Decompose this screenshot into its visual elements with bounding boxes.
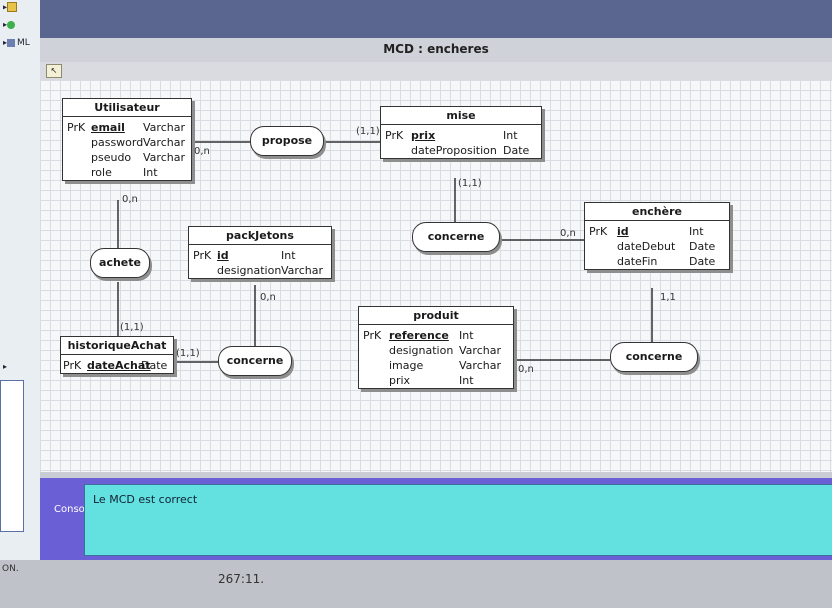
attribute-row: PrK reference Int bbox=[363, 329, 474, 342]
collapse-arrow-icon[interactable]: ▸ bbox=[3, 362, 8, 371]
entity-title: Utilisateur bbox=[63, 99, 191, 117]
cardinality-label: (1,1) bbox=[356, 126, 380, 137]
association-concerne-pack[interactable]: concerne bbox=[218, 346, 292, 376]
console-message: Le MCD est correct bbox=[93, 493, 198, 506]
window-titlebar[interactable]: MCD : encheres bbox=[40, 38, 832, 63]
attribute-row: dateProposition Date bbox=[411, 144, 530, 157]
console-output[interactable]: Le MCD est correct bbox=[84, 484, 832, 556]
attribute-row: PrK prix Int bbox=[385, 129, 518, 142]
attribute-row: dateDebut Date bbox=[617, 240, 716, 253]
cardinality-label: 0,n bbox=[560, 228, 576, 239]
entity-packjetons[interactable]: packJetons PrK id Int designation Varcha… bbox=[188, 226, 332, 279]
attribute-row: prix Int bbox=[389, 374, 474, 387]
entity-title: packJetons bbox=[189, 227, 331, 245]
status-left-text: ON. bbox=[2, 564, 19, 574]
entity-title: historiqueAchat bbox=[61, 337, 173, 355]
association-achete[interactable]: achete bbox=[90, 248, 150, 278]
cardinality-label: 0,n bbox=[260, 292, 276, 303]
attribute-row: PrK email Varchar bbox=[67, 121, 185, 134]
entity-mise[interactable]: mise PrK prix Int dateProposition Date bbox=[380, 106, 542, 159]
cardinality-label: 1,1 bbox=[660, 292, 676, 303]
toolbar: ↖ bbox=[40, 62, 832, 81]
association-concerne-mise[interactable]: concerne bbox=[412, 222, 500, 252]
entity-enchere[interactable]: enchère PrK id Int dateDebut Date dateFi… bbox=[584, 202, 730, 270]
entity-title: produit bbox=[359, 307, 513, 325]
entity-produit[interactable]: produit PrK reference Int designation Va… bbox=[358, 306, 514, 389]
attribute-row: PrK id Int bbox=[193, 249, 296, 262]
diagram-canvas[interactable]: Utilisateur PrK email Varchar password V… bbox=[40, 80, 832, 472]
association-propose[interactable]: propose bbox=[250, 126, 324, 156]
left-subpanel bbox=[0, 380, 24, 532]
association-concerne-produit[interactable]: concerne bbox=[610, 342, 698, 372]
attribute-row: designation Varchar bbox=[217, 264, 323, 277]
grid-icon bbox=[7, 38, 16, 47]
left-panel: ▸ ▸ ▸ML ▸ bbox=[0, 0, 41, 560]
pointer-tool-button[interactable]: ↖ bbox=[46, 64, 62, 78]
cursor-position: 267:11. bbox=[218, 572, 265, 586]
attribute-row: role Int bbox=[91, 166, 158, 179]
folder-icon bbox=[7, 2, 18, 12]
entity-title: enchère bbox=[585, 203, 729, 221]
entity-utilisateur[interactable]: Utilisateur PrK email Varchar password V… bbox=[62, 98, 192, 181]
console-panel: Console : Le MCD est correct bbox=[40, 478, 832, 560]
attribute-row: designation Varchar bbox=[389, 344, 501, 357]
tree-item-folder[interactable]: ▸ bbox=[3, 2, 19, 13]
entity-title: mise bbox=[381, 107, 541, 125]
cardinality-label: 0,n bbox=[194, 146, 210, 157]
tree-item-circle[interactable]: ▸ bbox=[3, 20, 17, 30]
panel-splitter[interactable] bbox=[40, 472, 832, 478]
diagram-links bbox=[117, 141, 653, 363]
cardinality-label: 0,n bbox=[518, 364, 534, 375]
tree-item-ml[interactable]: ▸ML bbox=[3, 38, 30, 48]
attribute-row: image Varchar bbox=[389, 359, 501, 372]
attribute-row: dateFin Date bbox=[617, 255, 716, 268]
cardinality-label: (1,1) bbox=[120, 322, 144, 333]
console-label: Console : bbox=[54, 504, 101, 515]
green-circle-icon bbox=[7, 20, 16, 29]
attribute-row: PrK dateAchat Date bbox=[63, 359, 168, 372]
attribute-row: password Varchar bbox=[91, 136, 185, 149]
mcd-window: MCD : encheres ↖ Utilisateur bbox=[40, 0, 832, 560]
attribute-row: PrK id Int bbox=[589, 225, 704, 238]
attribute-row: pseudo Varchar bbox=[91, 151, 185, 164]
cardinality-label: (1,1) bbox=[176, 348, 200, 359]
cardinality-label: (1,1) bbox=[458, 178, 482, 189]
entity-historiqueachat[interactable]: historiqueAchat PrK dateAchat Date bbox=[60, 336, 174, 374]
cardinality-label: 0,n bbox=[122, 194, 138, 205]
status-bar: ON. 267:11. bbox=[0, 560, 832, 608]
window-title: MCD : encheres bbox=[383, 42, 489, 56]
